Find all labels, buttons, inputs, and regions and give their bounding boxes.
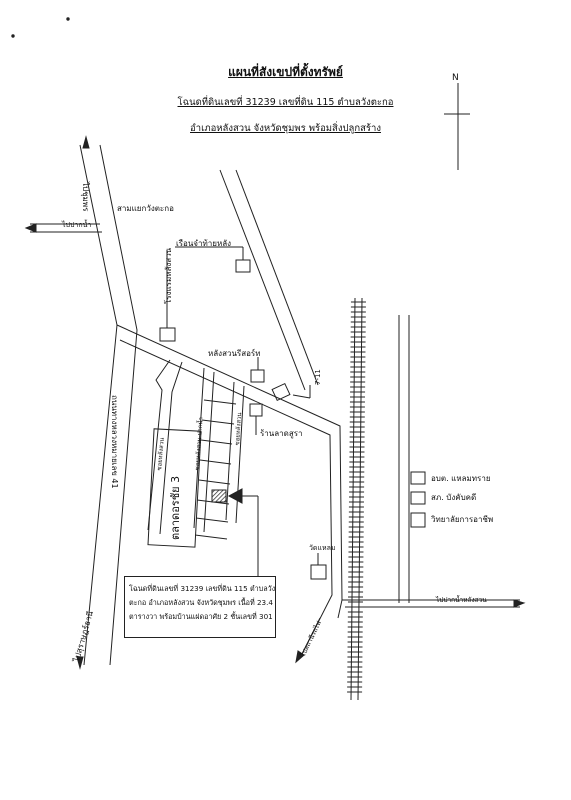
market-block: [147, 428, 202, 548]
label-boat-garage: เรือนจำท้ายหลัง: [176, 239, 232, 248]
label-to-chumphon: ไปชุมพร: [81, 182, 90, 212]
speck: [66, 17, 70, 21]
resort-box: [250, 369, 265, 383]
label-lang-suan-hotel: โรงแรมหลังสวน: [164, 247, 173, 304]
label-wat: วัดแหลม: [309, 544, 336, 552]
police-box: [410, 491, 426, 505]
label-market: ตลาดอรชัย 3: [169, 475, 182, 540]
caption-line-2: ตะกอ อำเภอหลังสวน จังหวัดชุมพร เนื้อที่ …: [129, 598, 273, 607]
label-seven-eleven: 7-11: [314, 369, 322, 385]
caption-line-1: โฉนดที่ดินเลขที่ 31239 เลขที่ดิน 115 ตำบ…: [129, 584, 276, 593]
label-shop: ร้านลาดสูรา: [260, 429, 303, 438]
caption-line-3: ตารางวา พร้อมบ้านแฝดอาศัย 2 ชั้นเลขที่ 3…: [129, 612, 273, 621]
property-arrow: [227, 488, 243, 504]
property-caption: โฉนดที่ดินเลขที่ 31239 เลขที่ดิน 115 ตำบ…: [124, 576, 276, 638]
right-roads: [299, 315, 520, 659]
railway-ties: [347, 301, 366, 693]
label-to-pak-nam-lang-suan: ไปปากน้ำหลังสวน: [436, 596, 487, 604]
speck: [11, 34, 15, 38]
label-to-pak-nam: ไปปากน้ำ: [62, 221, 92, 229]
obt-box: [410, 471, 426, 485]
north-label: N: [452, 73, 459, 83]
railway: [350, 297, 363, 701]
wat-box: [310, 564, 327, 580]
label-college: วิทยาลัยการอาชีพ: [431, 515, 494, 524]
north-arrow: [444, 83, 470, 170]
road-to-pak-nam: [30, 223, 102, 233]
label-junction: สามแยกวังตะกอ: [117, 204, 174, 213]
shop-box: [249, 403, 263, 417]
label-obt: อบต. แหลมทราย: [431, 474, 491, 483]
hotel-box: [159, 327, 176, 342]
deed-line-1: โฉนดที่ดินเลขที่ 31239 เลขที่ดิน 115 ตำบ…: [177, 97, 394, 108]
arrow-to-surat: [76, 656, 84, 670]
market-shops: [194, 399, 237, 540]
arrow-to-chumphon: [82, 135, 90, 149]
label-lang-suan-resort: หลังสวนรีสอร์ท: [208, 349, 261, 358]
college-box: [410, 512, 426, 528]
arrow-to-pak-nam: [24, 223, 37, 233]
label-road-41: ถนนทางหลวงหมายเลข 41: [110, 395, 119, 489]
property-hatched: [211, 489, 227, 503]
seven-eleven-leader: [292, 394, 311, 399]
map-title: แผนที่สังเขปที่ตั้งทรัพย์: [228, 65, 343, 79]
soi-lines: [147, 359, 245, 535]
label-police: สภ. บังคับคดี: [431, 493, 477, 502]
arrow-to-station: [295, 650, 305, 664]
north-diagonal-road: [219, 169, 319, 391]
seven-eleven-box: [271, 382, 291, 402]
arrow-to-pak-nam-lang-suan: [513, 599, 526, 608]
deed-line-2: อำเภอหลังสวน จังหวัดชุมพร พร้อมสิ่งปลูกส…: [190, 123, 381, 134]
boat-garage-box: [235, 259, 251, 273]
